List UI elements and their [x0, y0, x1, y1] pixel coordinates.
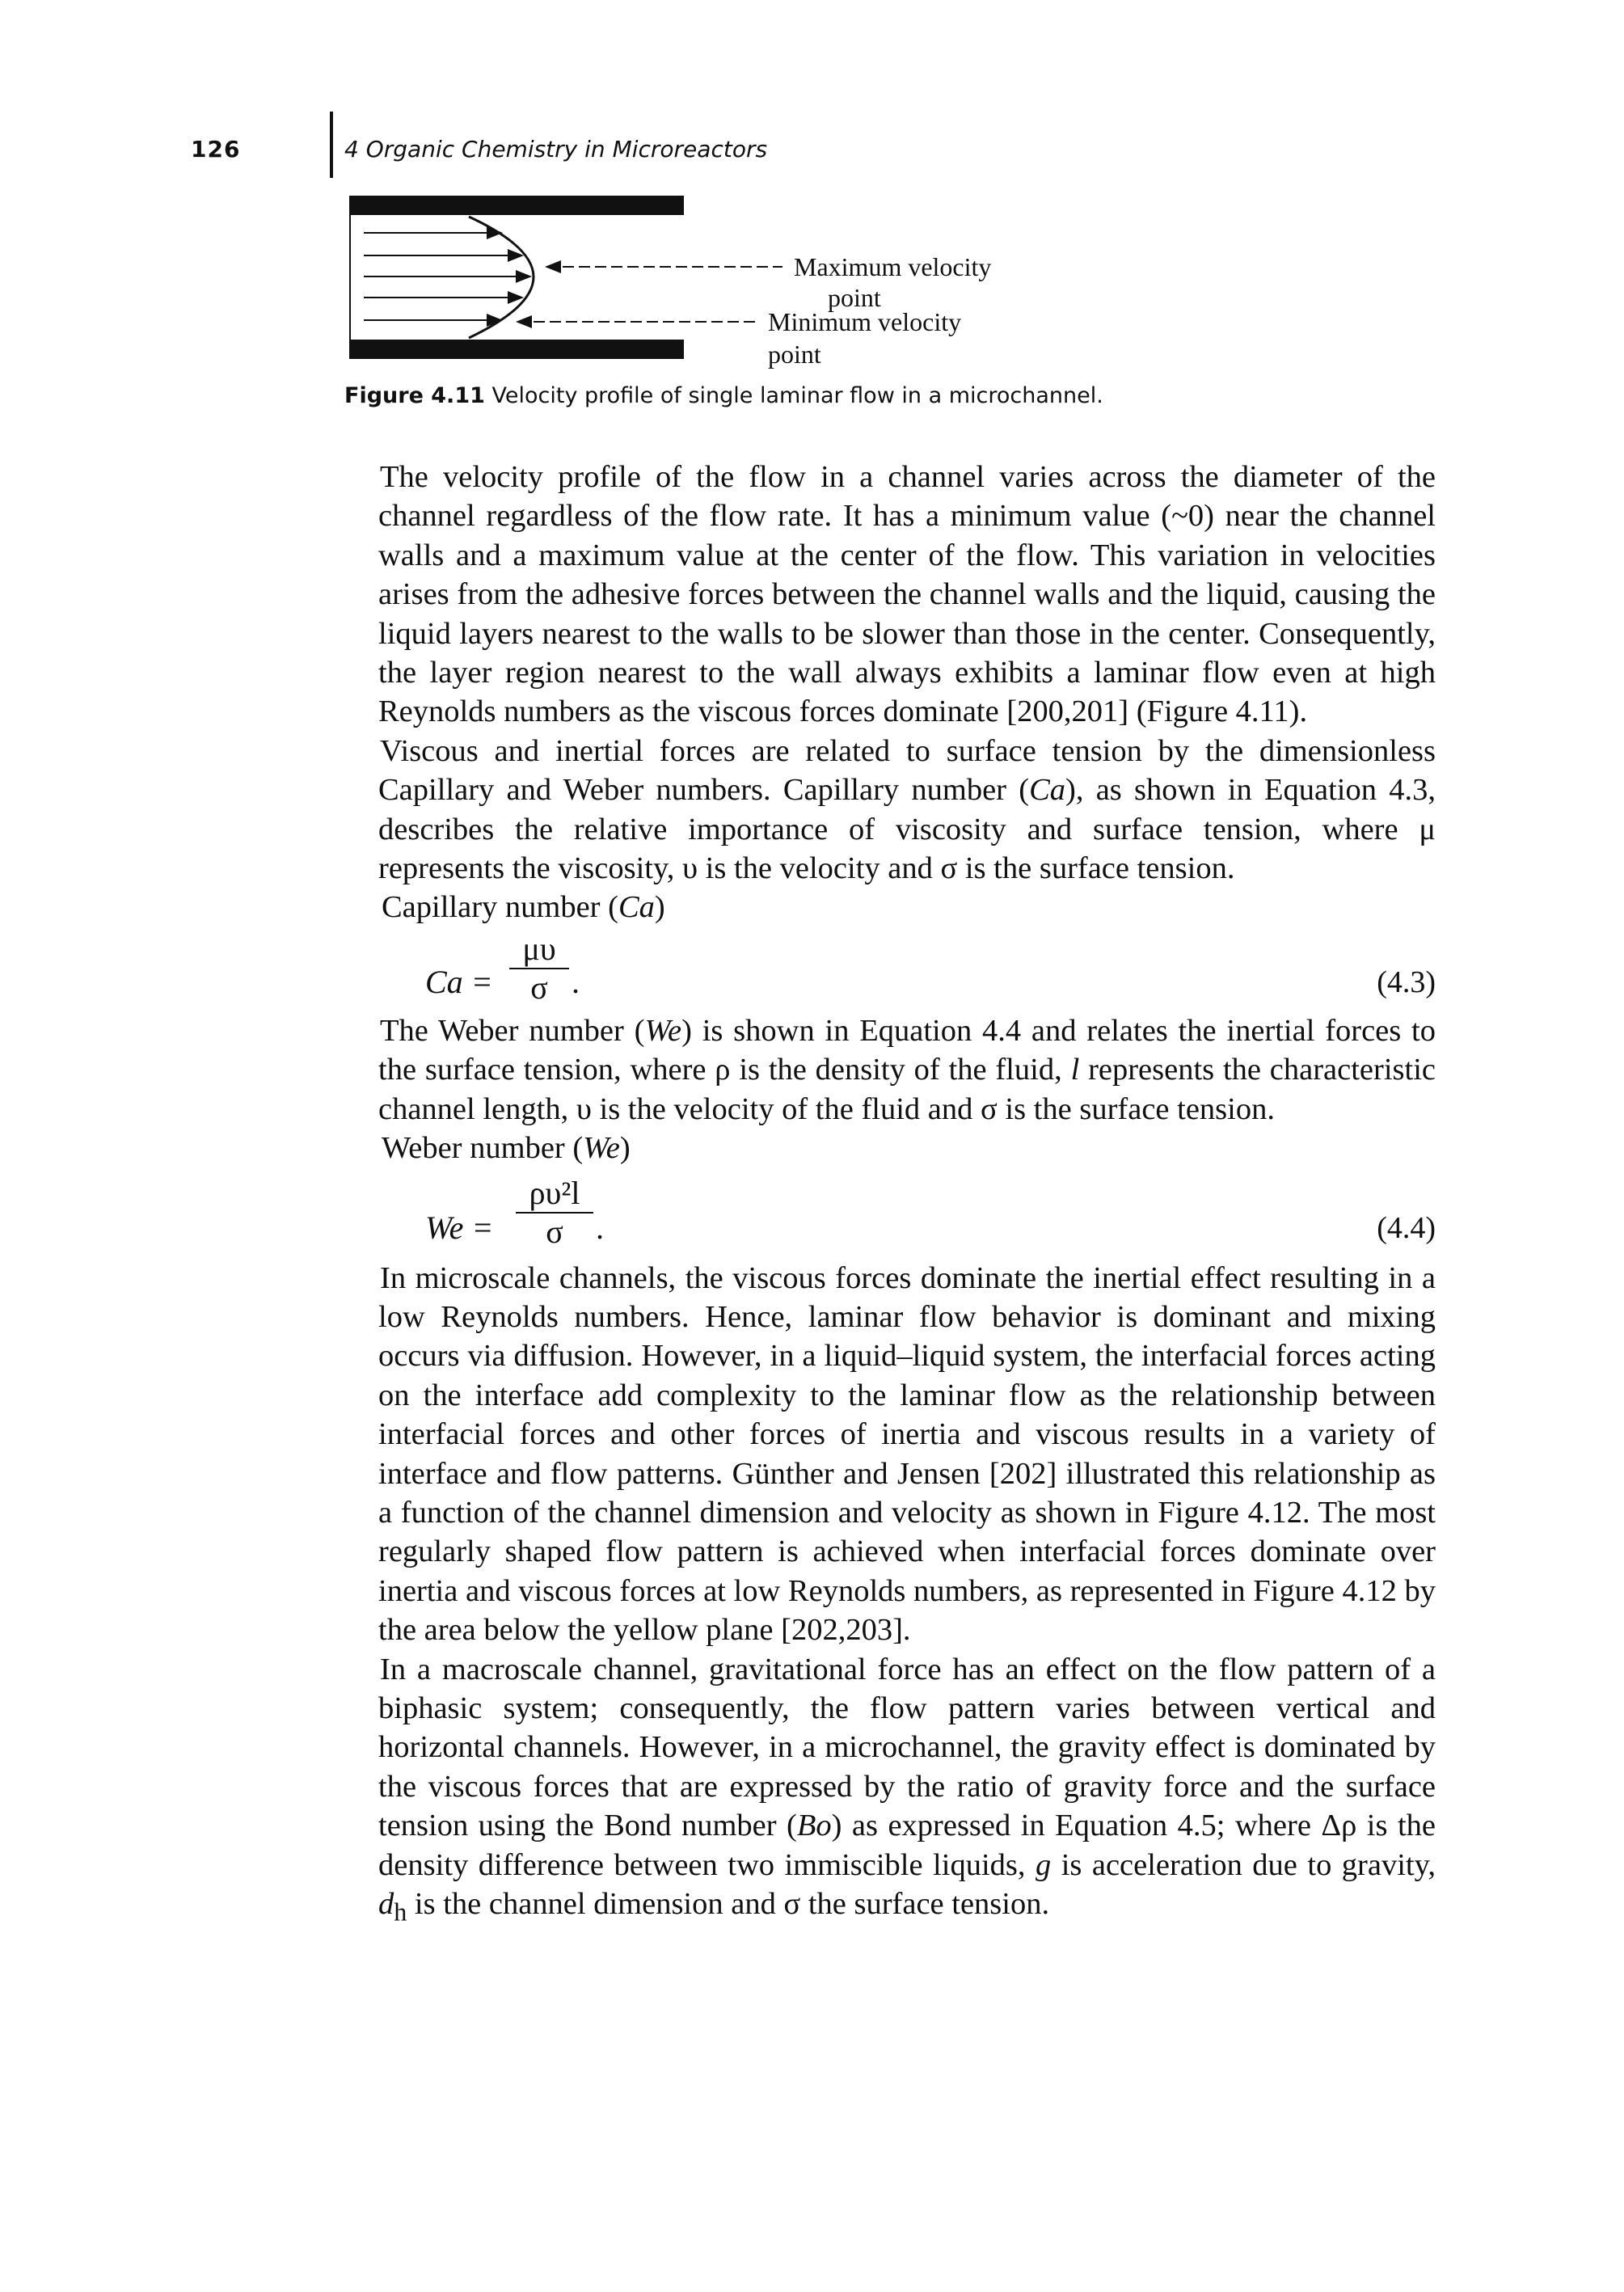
equation-4-3: Ca = μυ σ . (4.3) [425, 930, 1436, 1006]
caption-label: Figure 4.11 [344, 383, 485, 408]
running-head: 4 Organic Chemistry in Microreactors [344, 136, 768, 163]
eq1-fraction: μυ σ [509, 931, 569, 1005]
equation-4-4: We = ρυ²l σ . (4.4) [425, 1174, 1436, 1250]
caption-text: Velocity profile of single laminar flow … [491, 383, 1103, 408]
eq1-number: (4.3) [1377, 964, 1436, 999]
body-text: The velocity profile of the flow in a ch… [378, 458, 1436, 1931]
channel-top-wall [349, 196, 684, 215]
eq1-lhs: Ca = [425, 963, 493, 1000]
paragraph-1: The velocity profile of the flow in a ch… [378, 460, 1436, 729]
paragraph-3: The Weber number (We) is shown in Equati… [378, 1013, 1436, 1126]
min-velocity-label: Minimum velocity [768, 307, 962, 336]
paragraph-5: In a macroscale channel, gravitational f… [378, 1652, 1436, 1927]
figure-caption: Figure 4.11 Velocity profile of single l… [344, 383, 1103, 408]
velocity-profile-diagram [349, 196, 782, 359]
header-rule [330, 112, 333, 178]
eq2-number: (4.4) [1377, 1210, 1436, 1245]
channel-bottom-wall [349, 340, 684, 359]
weber-label: Weber number (We) [382, 1131, 631, 1166]
min-velocity-label-point: point [768, 340, 821, 369]
eq2-fraction: ρυ²l σ [516, 1176, 593, 1249]
page-number: 126 [191, 136, 241, 163]
paragraph-4: In microscale channels, the viscous forc… [378, 1260, 1436, 1648]
paragraph-2: Viscous and inertial forces are related … [378, 733, 1436, 886]
capillary-label: Capillary number (Ca) [382, 890, 665, 925]
figure-velocity-profile: Maximum velocity point Minimum velocity … [340, 192, 1148, 378]
max-velocity-label: Maximum velocity [794, 252, 992, 281]
max-velocity-label-point: point [828, 283, 881, 312]
eq2-lhs: We = [425, 1209, 494, 1246]
